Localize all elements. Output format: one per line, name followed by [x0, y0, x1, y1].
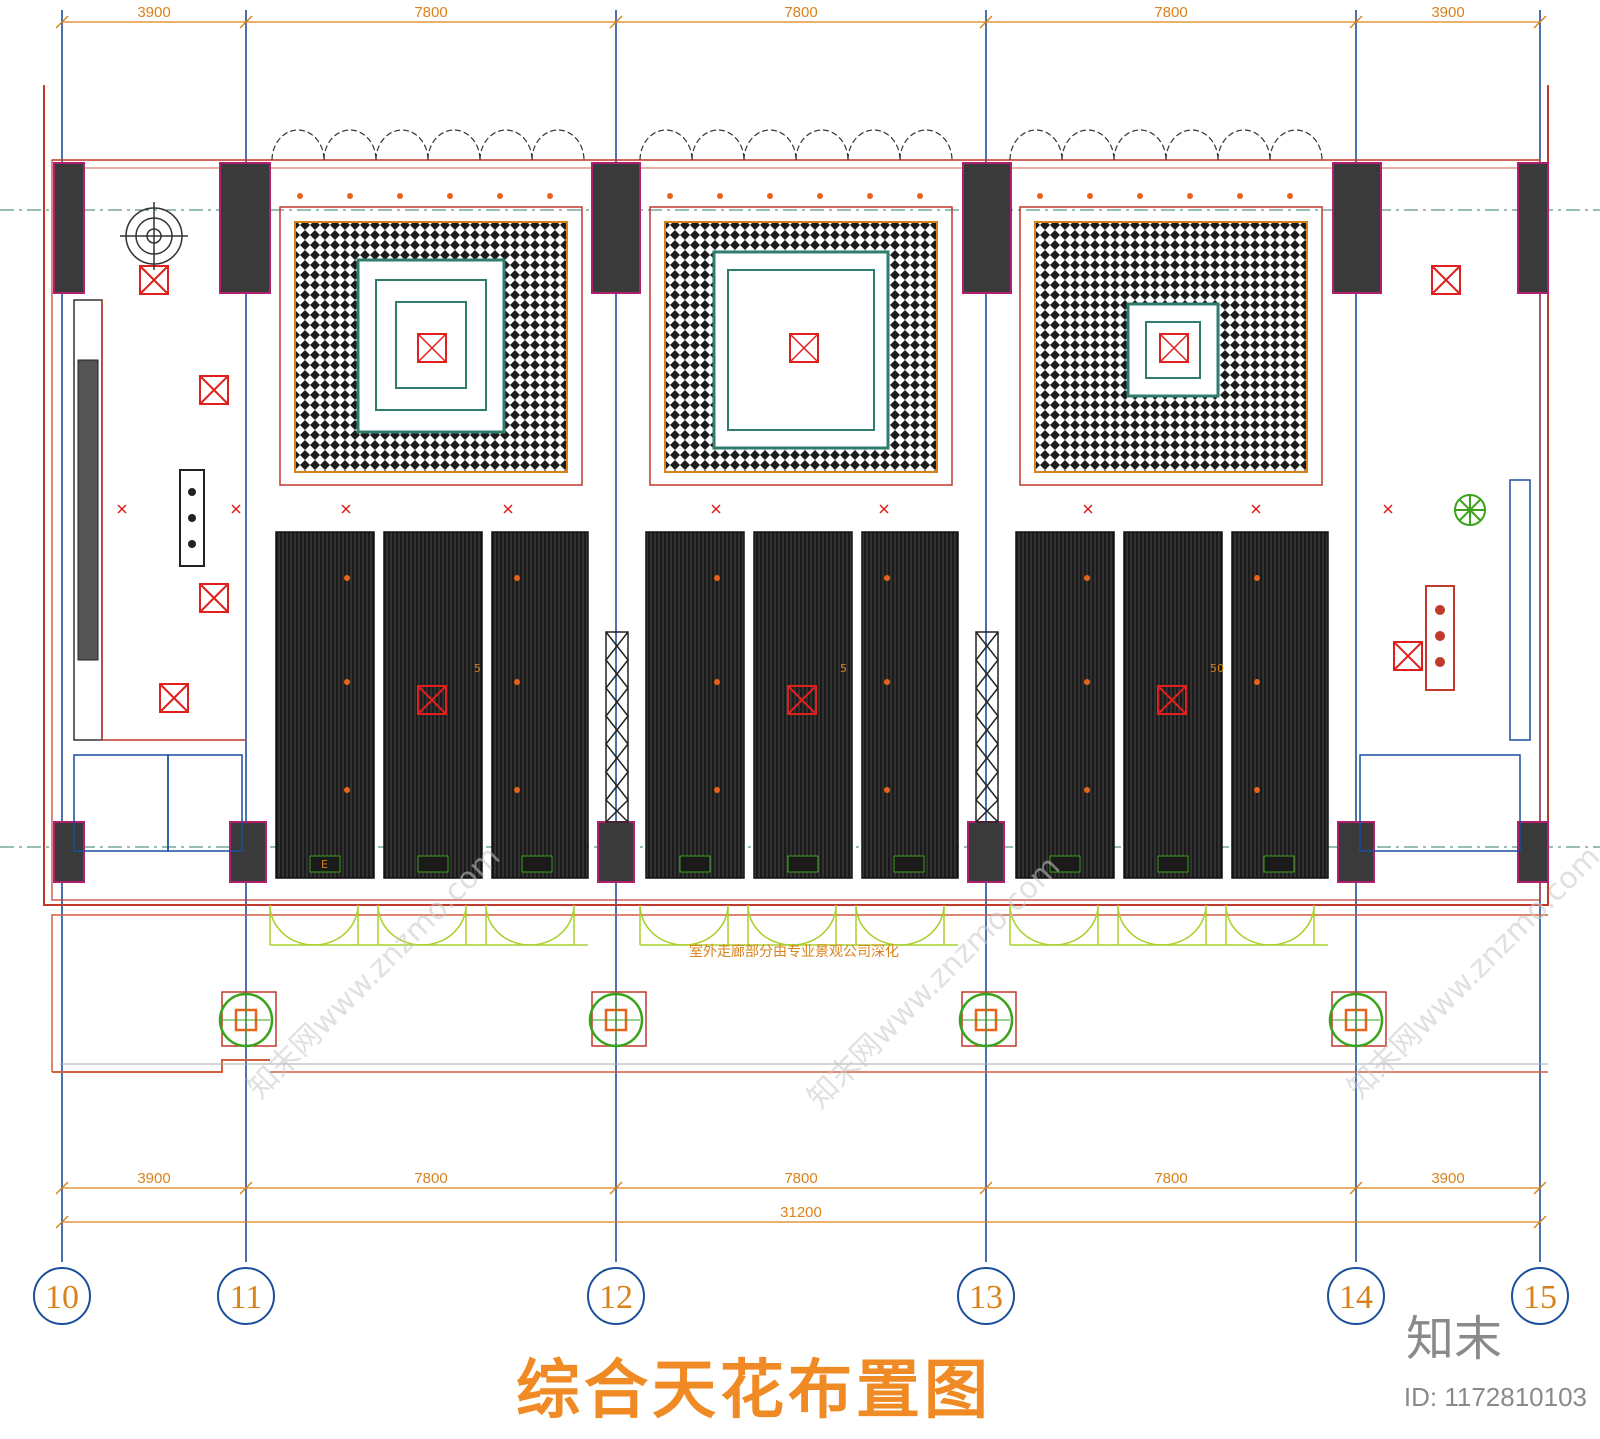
axis-label-14: 14 [1339, 1279, 1373, 1316]
panel-label-3: 50 [1210, 662, 1224, 675]
left-wall-shelving [73, 299, 1531, 852]
brand-logo: 知末 [1406, 1311, 1502, 1367]
panel-label-2: 5 [840, 662, 847, 675]
axis-bubble: 13 [957, 1267, 1015, 1325]
track-light-left [179, 469, 205, 567]
exit-sign-label: E [321, 858, 328, 871]
coffer-panel-1 [279, 206, 583, 486]
axis-label-15: 15 [1523, 1279, 1557, 1316]
corridor-note: 室外走廊部分由专业景观公司深化 [689, 943, 899, 960]
exterior-planters [218, 991, 1387, 1048]
top-dim-1: 3900 [137, 4, 170, 21]
slat-ceiling-blocks [275, 531, 1329, 879]
planter-icon [588, 991, 647, 1048]
axis-bubbles: 10 11 12 13 14 15 [33, 1267, 1569, 1325]
watermark-text: 知末网www.znzmo.com [241, 839, 507, 1105]
exit-signs [309, 855, 1295, 873]
entrance-doors [269, 904, 1328, 946]
bottom-dim-1: 3900 [137, 1170, 170, 1187]
axis-label-13: 13 [969, 1279, 1003, 1316]
bottom-dim-3: 7800 [784, 1170, 817, 1187]
watermark-text: 知末网www.znzmo.com [1341, 839, 1600, 1105]
drawing-title: 综合天花布置图 [516, 1354, 992, 1428]
image-id: ID: 1172810103 [1404, 1382, 1587, 1412]
truss-columns [604, 631, 1000, 823]
slat-centre-fixtures [417, 685, 1187, 715]
axis-bubble: 12 [587, 1267, 645, 1325]
ceiling-spot-markers [297, 193, 1293, 793]
window-arches [271, 129, 1323, 161]
top-dimension-line: 3900 7800 7800 7800 3900 [55, 4, 1547, 29]
centerline-marks [117, 504, 1393, 514]
top-dim-5: 3900 [1431, 4, 1464, 21]
axis-bubble: 11 [217, 1267, 275, 1325]
total-dimension: 31200 [780, 1204, 822, 1221]
track-light-right [1425, 585, 1455, 691]
planter-icon [1328, 991, 1387, 1048]
top-dim-2: 7800 [414, 4, 447, 21]
structural-columns [53, 162, 1549, 883]
top-dim-3: 7800 [784, 4, 817, 21]
interior-plant-icon [1454, 494, 1486, 526]
bottom-dim-2: 7800 [414, 1170, 447, 1187]
bottom-dim-4: 7800 [1154, 1170, 1187, 1187]
planter-icon [958, 991, 1017, 1048]
watermark-text: 知末网www.znzmo.com [801, 849, 1067, 1115]
bottom-dimension-lines: 3900 7800 7800 7800 3900 31200 [55, 1170, 1547, 1229]
panel-label-1: 5 [474, 662, 481, 675]
axis-label-12: 12 [599, 1279, 633, 1316]
axis-bubble: 10 [33, 1267, 91, 1325]
axis-bubble: 15 [1511, 1267, 1569, 1325]
planter-icon [218, 991, 277, 1048]
top-dim-4: 7800 [1154, 4, 1187, 21]
axis-bubble: 14 [1327, 1267, 1385, 1325]
bottom-dim-5: 3900 [1431, 1170, 1464, 1187]
axis-label-10: 10 [45, 1279, 79, 1316]
coffer-panel-2 [649, 206, 953, 486]
axis-label-11: 11 [230, 1279, 263, 1316]
exhaust-fan-icon [120, 202, 188, 270]
coffer-panel-3 [1019, 206, 1323, 486]
